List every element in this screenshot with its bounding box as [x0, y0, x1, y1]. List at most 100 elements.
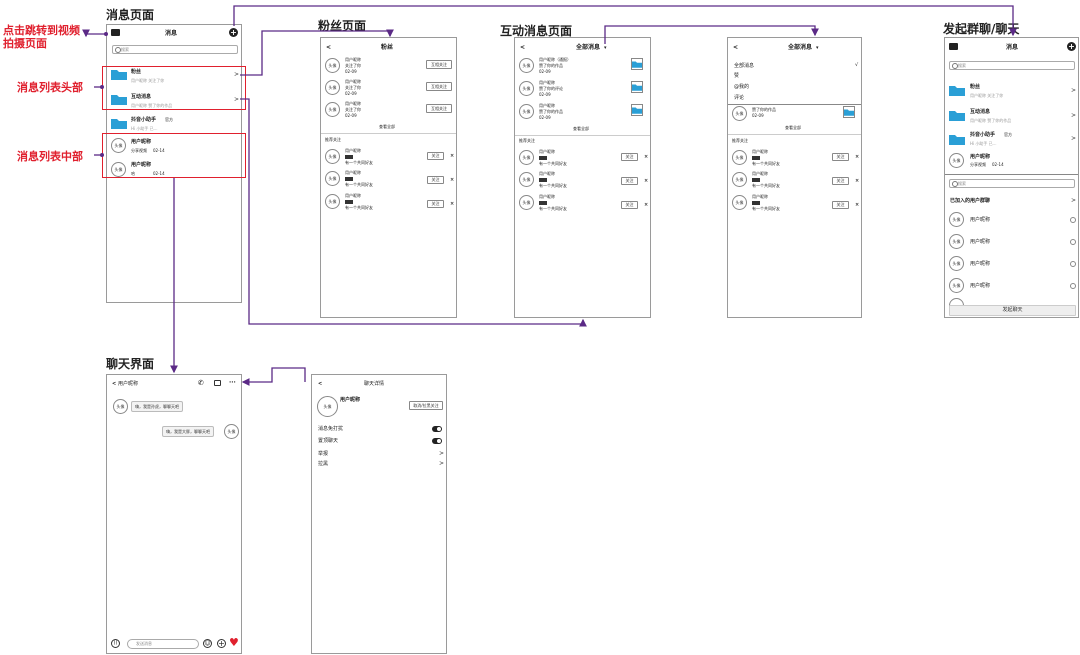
close-icon[interactable]: ×: [450, 153, 455, 159]
rec-nick: 用户昵称: [752, 149, 768, 154]
follow-button[interactable]: 关注: [832, 177, 849, 185]
annotation-jump: 点击跳转到视频 拍摄页面: [3, 24, 80, 50]
helper-item-title[interactable]: 抖音小助手: [970, 132, 996, 138]
chat-input[interactable]: 发送消息: [127, 639, 199, 649]
chevron-right-icon[interactable]: >: [439, 460, 445, 467]
menu-item-all[interactable]: 全部消息: [734, 63, 755, 69]
heart-icon[interactable]: ♥: [229, 636, 239, 649]
work-thumbnail[interactable]: [631, 58, 643, 70]
start-chat-button[interactable]: 发起聊天: [949, 305, 1076, 316]
avatar: 头像: [325, 149, 340, 164]
camera-icon[interactable]: [111, 29, 120, 36]
video-icon[interactable]: [214, 380, 221, 386]
follow-button[interactable]: 关注: [427, 176, 444, 184]
back-icon[interactable]: <: [318, 381, 323, 387]
menu-item-like[interactable]: 赞: [734, 73, 740, 79]
close-icon[interactable]: ×: [855, 202, 860, 208]
avatar: 头像: [732, 195, 747, 210]
dropdown-arrow-icon[interactable]: ▾: [604, 45, 607, 51]
close-icon[interactable]: ×: [855, 154, 860, 160]
user2-name[interactable]: 用户昵称: [131, 162, 152, 168]
rec-mutual: 有一个共同好友: [539, 206, 567, 211]
interact-item-title[interactable]: 互动消息: [131, 94, 152, 100]
work-thumbnail[interactable]: [843, 106, 855, 118]
user1-name[interactable]: 用户昵称: [970, 154, 991, 160]
select-radio[interactable]: [1070, 261, 1076, 267]
chevron-right-icon[interactable]: >: [1071, 197, 1077, 204]
chevron-right-icon[interactable]: >: [234, 96, 240, 103]
chevron-right-icon[interactable]: >: [1071, 112, 1077, 119]
close-icon[interactable]: ×: [450, 177, 455, 183]
chevron-right-icon[interactable]: >: [439, 450, 445, 457]
plus-icon[interactable]: +: [217, 639, 226, 648]
close-icon[interactable]: ×: [450, 201, 455, 207]
back-icon[interactable]: <: [733, 44, 739, 51]
arrow-chat-detail: [241, 367, 306, 386]
mutual-follow-button[interactable]: 互相关注: [426, 60, 452, 69]
follow-button[interactable]: 关注: [832, 153, 849, 161]
camera-icon[interactable]: [949, 43, 958, 50]
group-search-input[interactable]: 搜索: [949, 61, 1075, 70]
follow-button[interactable]: 关注: [621, 153, 638, 161]
rec-mutual: 有一个共同好友: [539, 183, 567, 188]
message-search-input[interactable]: 搜索: [112, 45, 238, 54]
add-icon[interactable]: +: [1067, 42, 1076, 51]
user1-name[interactable]: 用户昵称: [131, 139, 152, 145]
chevron-right-icon[interactable]: >: [1071, 87, 1077, 94]
add-icon[interactable]: +: [229, 28, 238, 37]
rec-mutual: 有一个共同好友: [539, 161, 567, 166]
folder-icon: [949, 86, 965, 96]
fans-item-title[interactable]: 粉丝: [131, 69, 142, 75]
select-radio[interactable]: [1070, 283, 1076, 289]
blacklist-item[interactable]: 拉黑: [318, 461, 329, 467]
back-icon[interactable]: <: [112, 381, 117, 387]
menu-item-comment[interactable]: 评论: [734, 95, 745, 101]
dropdown-arrow-icon[interactable]: ▾: [816, 45, 819, 51]
mutual-follow-button[interactable]: 互相关注: [426, 82, 452, 91]
phone-icon[interactable]: ✆: [198, 379, 204, 387]
view-all-link[interactable]: 查看全部: [573, 126, 589, 131]
group-user-nick: 用户昵称: [970, 217, 991, 223]
report-item[interactable]: 举报: [318, 451, 329, 457]
redacted-block: [539, 178, 547, 182]
chevron-right-icon[interactable]: >: [234, 71, 240, 78]
dropdown-header-title[interactable]: 全部消息: [788, 44, 813, 51]
select-radio[interactable]: [1070, 217, 1076, 223]
menu-item-mention[interactable]: @我的: [734, 84, 750, 90]
close-icon[interactable]: ×: [644, 154, 649, 160]
close-icon[interactable]: ×: [644, 202, 649, 208]
mutual-follow-button[interactable]: 互相关注: [426, 104, 452, 113]
follow-button[interactable]: 关注: [621, 177, 638, 185]
voice-icon[interactable]: )): [111, 639, 120, 648]
more-icon[interactable]: ···: [229, 379, 236, 386]
follow-button[interactable]: 关注: [621, 201, 638, 209]
work-thumbnail[interactable]: [631, 104, 643, 116]
screen-chat-detail: < 聊天详情 头像 用户昵称 取消/拉黑关注 消息免打扰 置顶聊天 举报 > 拉…: [311, 374, 447, 654]
view-all-link[interactable]: 查看全部: [785, 125, 801, 130]
chevron-right-icon[interactable]: >: [1071, 135, 1077, 142]
emoji-icon[interactable]: ☺: [203, 639, 212, 648]
recommend-label: 推荐关注: [519, 138, 535, 143]
pin-toggle[interactable]: [432, 438, 442, 444]
mute-toggle[interactable]: [432, 426, 442, 432]
interact-header-title[interactable]: 全部消息: [576, 44, 601, 51]
close-icon[interactable]: ×: [855, 178, 860, 184]
follow-button[interactable]: 关注: [832, 201, 849, 209]
fans-item-title[interactable]: 粉丝: [970, 84, 981, 90]
follow-button[interactable]: 关注: [427, 200, 444, 208]
rec-mutual: 有一个共同好友: [752, 206, 780, 211]
interact-item-title[interactable]: 互动消息: [970, 109, 991, 115]
helper-item-title[interactable]: 抖音小助手: [131, 117, 157, 123]
rec-nick: 用户昵称: [539, 149, 555, 154]
divider: [515, 135, 650, 136]
group-filter-input[interactable]: 搜索: [949, 179, 1075, 188]
work-thumbnail[interactable]: [631, 81, 643, 93]
back-icon[interactable]: <: [520, 44, 526, 51]
title-message-page: 消息页面: [106, 8, 155, 22]
select-radio[interactable]: [1070, 239, 1076, 245]
unfollow-block-button[interactable]: 取消/拉黑关注: [409, 401, 443, 410]
back-icon[interactable]: <: [326, 44, 332, 51]
follow-button[interactable]: 关注: [427, 152, 444, 160]
view-all-link[interactable]: 查看全部: [379, 124, 395, 129]
close-icon[interactable]: ×: [644, 178, 649, 184]
